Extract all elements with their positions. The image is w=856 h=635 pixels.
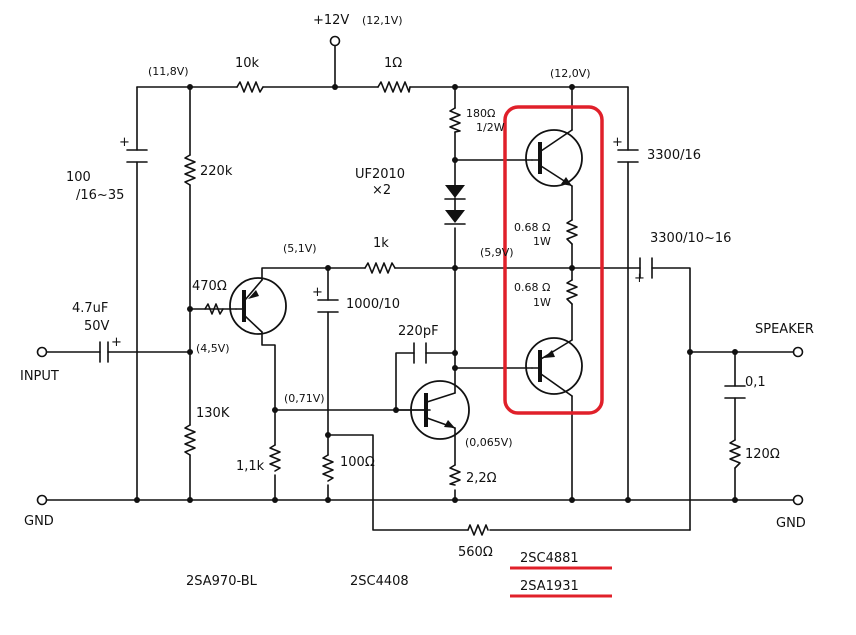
wires bbox=[46, 44, 794, 531]
label-47uf: 4.7uF bbox=[72, 301, 108, 316]
cap-220pf bbox=[413, 342, 427, 364]
input-terminal bbox=[36, 346, 48, 358]
transistor-npn-driver bbox=[395, 380, 470, 440]
label-068-b-power: 1W bbox=[533, 296, 551, 309]
input-label: INPUT bbox=[20, 369, 59, 384]
resistor-120 bbox=[729, 439, 741, 469]
label-068-a-power: 1W bbox=[533, 235, 551, 248]
transistor-pnp-power bbox=[525, 337, 583, 397]
transistor-pnp-small bbox=[229, 277, 287, 335]
cap-1000-10 bbox=[317, 299, 339, 313]
speaker-label: SPEAKER bbox=[755, 322, 814, 337]
node-5-1v: (5,1V) bbox=[283, 242, 317, 255]
label-560: 560Ω bbox=[458, 545, 493, 560]
terminals bbox=[36, 35, 804, 506]
junction-dots bbox=[134, 84, 738, 503]
part-small-pnp: 2SA970-BL bbox=[186, 574, 258, 589]
diode-1-icon bbox=[445, 185, 465, 198]
resistor-470 bbox=[204, 303, 224, 315]
supply-label: +12V bbox=[313, 13, 349, 28]
part-power-pnp: 2SA1931 bbox=[520, 579, 579, 594]
resistor-220k bbox=[184, 154, 196, 186]
svg-text:+: + bbox=[111, 335, 122, 350]
svg-text:+: + bbox=[634, 271, 645, 286]
part-small-npn: 2SC4408 bbox=[350, 574, 409, 589]
resistor-10k bbox=[236, 81, 264, 93]
resistor-130k bbox=[184, 424, 196, 456]
node-0-065v: (0,065V) bbox=[465, 436, 513, 449]
label-3300-out: 3300/10~16 bbox=[650, 231, 731, 246]
label-1ohm: 1Ω bbox=[384, 56, 402, 71]
supply-voltage: (12,1V) bbox=[362, 14, 403, 27]
transistor-npn-power bbox=[525, 129, 583, 187]
label-c100: 100 bbox=[66, 170, 91, 185]
label-diode: UF2010 bbox=[355, 167, 405, 182]
speaker-terminal bbox=[792, 346, 804, 358]
cap-47uf bbox=[99, 341, 109, 363]
cap-100-16 bbox=[126, 149, 148, 163]
label-1k: 1k bbox=[373, 236, 389, 251]
diode-2-icon bbox=[445, 210, 465, 223]
node-12-0v: (12,0V) bbox=[550, 67, 591, 80]
label-068-a: 0.68 Ω bbox=[514, 221, 550, 234]
node-0-71v: (0,71V) bbox=[284, 392, 325, 405]
gnd-right-terminal bbox=[792, 494, 804, 506]
label-470: 470Ω bbox=[192, 279, 227, 294]
resistor-560 bbox=[467, 524, 489, 536]
diodes bbox=[444, 185, 466, 225]
output-stage-highlight bbox=[503, 105, 604, 415]
cap-plus-signs: + + + + + bbox=[111, 135, 645, 350]
node-4-5v: (4,5V) bbox=[196, 342, 230, 355]
cap-3300-16 bbox=[617, 149, 639, 163]
cap-0-1 bbox=[724, 385, 746, 399]
resistor-2-2 bbox=[449, 464, 461, 486]
svg-text:+: + bbox=[312, 285, 323, 300]
label-0-1: 0,1 bbox=[745, 375, 766, 390]
supply-terminal bbox=[329, 35, 341, 47]
resistor-1ohm bbox=[377, 81, 411, 93]
gnd-left-terminal bbox=[36, 494, 48, 506]
label-3300-16: 3300/16 bbox=[647, 148, 701, 163]
label-1-1k: 1,1k bbox=[236, 459, 265, 474]
label-1000-10: 1000/10 bbox=[346, 297, 400, 312]
part-power-npn: 2SC4881 bbox=[520, 551, 579, 566]
gnd-left-label: GND bbox=[24, 514, 54, 529]
cap-3300-out bbox=[639, 257, 653, 279]
label-2-2: 2,2Ω bbox=[466, 471, 497, 486]
resistor-180 bbox=[449, 107, 461, 133]
node-11-8v: (11,8V) bbox=[148, 65, 189, 78]
capacitors bbox=[99, 149, 746, 399]
gnd-right-label: GND bbox=[776, 516, 806, 531]
svg-text:+: + bbox=[612, 135, 623, 150]
label-10k: 10k bbox=[235, 56, 260, 71]
label-diode-count: ×2 bbox=[372, 183, 391, 198]
node-5-9v: (5,9V) bbox=[480, 246, 514, 259]
resistor-1k bbox=[364, 262, 396, 274]
resistor-100 bbox=[322, 454, 334, 482]
label-100: 100Ω bbox=[340, 455, 375, 470]
svg-text:+: + bbox=[119, 135, 130, 150]
label-130k: 130K bbox=[196, 406, 230, 421]
label-220k: 220k bbox=[200, 164, 233, 179]
resistor-1-1k bbox=[269, 444, 281, 472]
label-c100-rating: /16~35 bbox=[76, 188, 124, 203]
label-47uf-rating: 50V bbox=[84, 319, 110, 334]
label-120: 120Ω bbox=[745, 447, 780, 462]
resistor-068-a bbox=[566, 219, 578, 245]
label-220pf: 220pF bbox=[398, 324, 439, 339]
label-180-power: 1/2W bbox=[476, 121, 505, 134]
resistor-068-b bbox=[566, 279, 578, 305]
resistors bbox=[184, 81, 741, 536]
label-068-b: 0.68 Ω bbox=[514, 281, 550, 294]
label-180: 180Ω bbox=[466, 107, 495, 120]
